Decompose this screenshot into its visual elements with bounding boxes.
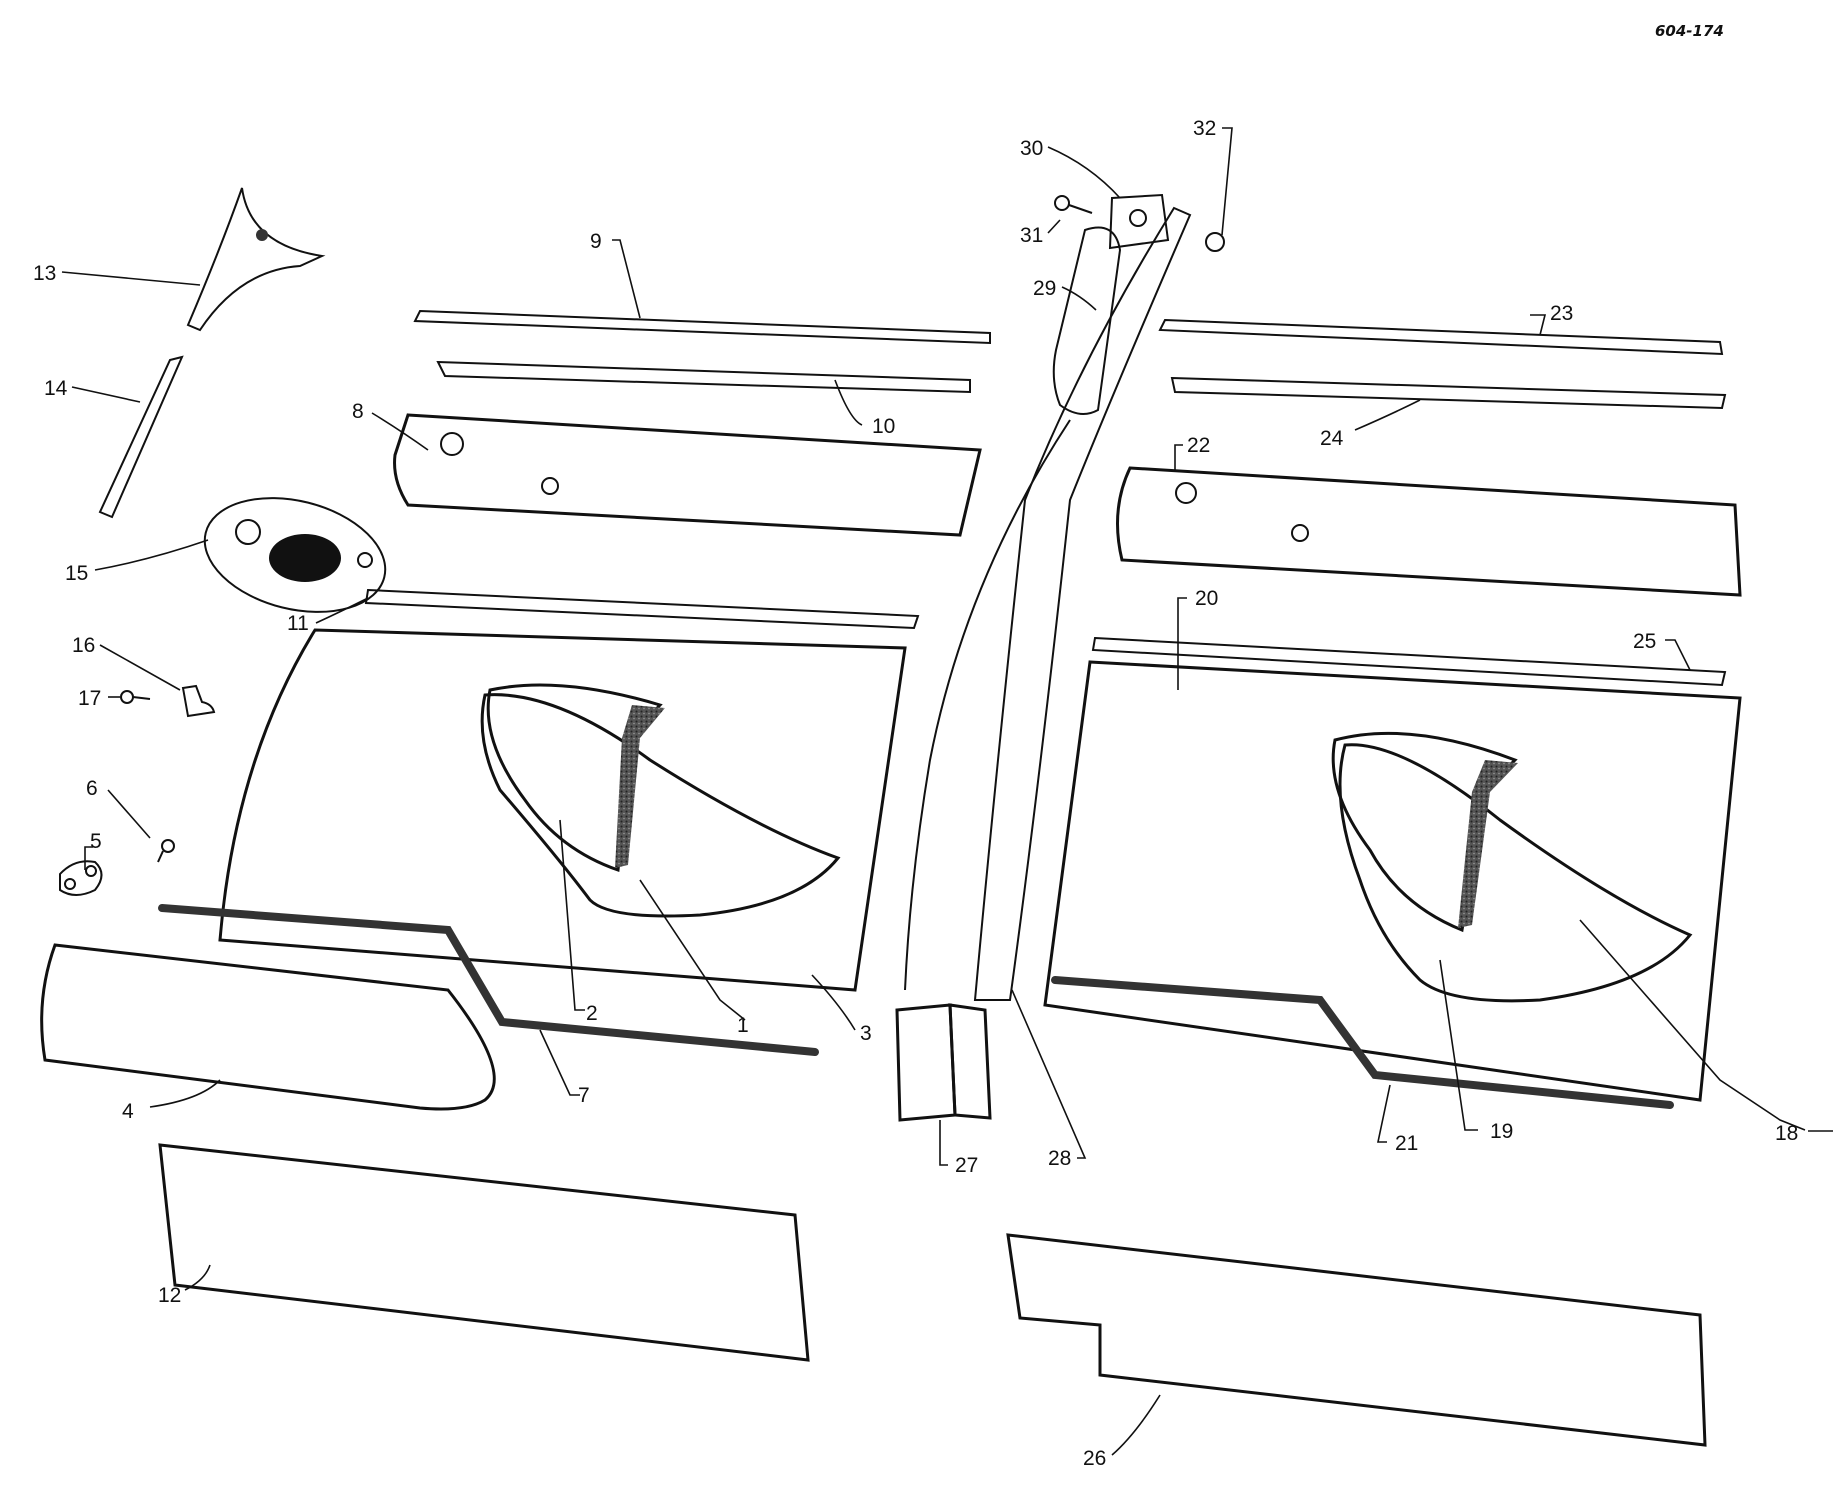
callout-20: 20 [1195, 587, 1218, 610]
callout-17: 17 [78, 687, 101, 710]
part-15-escutcheon [203, 497, 387, 613]
callout-32: 32 [1193, 117, 1216, 140]
callout-25: 25 [1633, 630, 1656, 653]
callout-23: 23 [1550, 302, 1573, 325]
callout-5: 5 [90, 830, 102, 853]
part-29-check-strap [1052, 226, 1122, 415]
callout-14: 14 [44, 377, 68, 400]
part-4-lower-padding [40, 943, 496, 1111]
part-26-right-floor-mat [1006, 1233, 1707, 1447]
callout-12: 12 [158, 1284, 181, 1307]
callout-22: 22 [1187, 434, 1210, 457]
callout-10: 10 [872, 415, 895, 438]
callout-4: 4 [122, 1100, 134, 1123]
part-21-trim-strip [1051, 976, 1674, 1109]
part-17-screw [120, 690, 151, 704]
callout-18: 18 [1775, 1122, 1798, 1145]
callout-26: 26 [1083, 1447, 1106, 1470]
callout-13: 13 [33, 262, 56, 285]
callout-3: 3 [860, 1022, 872, 1045]
callout-21: 21 [1395, 1132, 1418, 1155]
part-13-corner-trim [186, 187, 326, 332]
part-3-left-door-panel [218, 628, 907, 992]
part-28-door-seal [904, 206, 1192, 1001]
part-22-upper-padding [1116, 466, 1742, 597]
part-24-window-strip [1170, 376, 1727, 410]
callout-9: 9 [590, 230, 602, 253]
callout-19: 19 [1490, 1120, 1513, 1143]
part-2-armrest-pad [486, 683, 665, 873]
callout-16: 16 [72, 634, 95, 657]
callout-29: 29 [1033, 277, 1056, 300]
callout-30: 30 [1020, 137, 1043, 160]
part-14-strip [98, 355, 184, 519]
part-30-bracket [1108, 193, 1170, 250]
part-6-screw [157, 839, 175, 863]
callout-28: 28 [1048, 1147, 1071, 1170]
part-18-armrest-frame [1338, 743, 1693, 1003]
part-31-bolt [1054, 195, 1093, 214]
callout-27: 27 [955, 1154, 978, 1177]
part-23-window-strip [1158, 318, 1724, 356]
callout-24: 24 [1320, 427, 1344, 450]
part-10-window-strip [436, 360, 971, 394]
callout-7: 7 [578, 1084, 590, 1107]
leader-lines [61, 127, 1833, 1456]
callout-11: 11 [287, 612, 309, 635]
part-11-panel-rail [364, 588, 920, 630]
figure-id: 604-174 [1655, 22, 1724, 40]
callout-8: 8 [352, 400, 364, 423]
part-9-window-strip [413, 309, 991, 345]
callout-15: 15 [65, 562, 88, 585]
part-1-armrest-frame [480, 693, 841, 918]
part-25-panel-rail [1091, 636, 1727, 687]
callout-2: 2 [586, 1002, 598, 1025]
callout-1: 1 [737, 1014, 749, 1037]
part-20-right-door-panel [1043, 660, 1742, 1102]
part-7-trim-strip [158, 904, 819, 1056]
part-12-left-floor-mat [158, 1143, 810, 1362]
callout-6: 6 [86, 777, 98, 800]
part-8-upper-padding [393, 413, 982, 537]
part-27-end-block [895, 1003, 992, 1122]
part-5-plate [59, 860, 103, 896]
part-19-armrest-pad [1331, 731, 1518, 933]
callout-31: 31 [1020, 224, 1043, 247]
part-16-clip [181, 684, 216, 718]
callout-labels: 1 2 3 4 5 6 7 8 9 10 11 12 13 14 15 16 1… [33, 117, 1798, 1470]
part-32-nut [1205, 232, 1225, 252]
